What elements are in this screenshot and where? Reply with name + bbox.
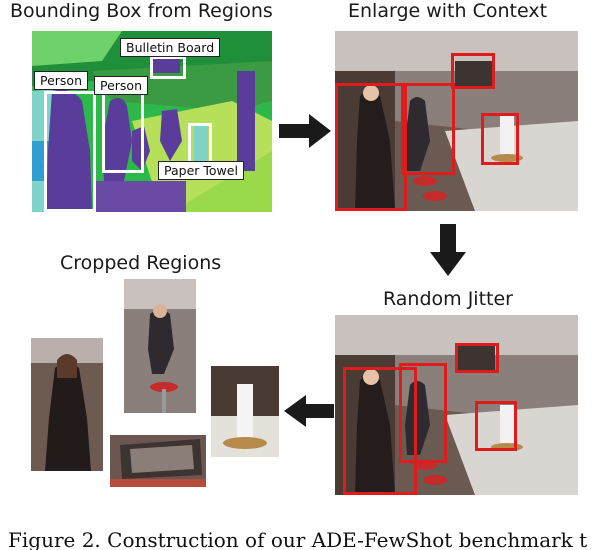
red-box-person-left: [335, 83, 407, 211]
seg-box-person-right: [102, 91, 144, 173]
arrow-left-icon: [284, 395, 334, 427]
jitter-box-person-right: [399, 363, 447, 463]
arrow-right-icon: [279, 114, 331, 148]
diner-photo-enlarge: [335, 31, 578, 211]
heading-jitter: Random Jitter: [383, 288, 513, 310]
segmentation-shapes: [32, 31, 272, 212]
figure-caption: Figure 2. Construction of our ADE-FewSho…: [8, 528, 588, 550]
jitter-box-paper-towel: [475, 401, 517, 451]
segmentation-map: Bulletin Board Person Person Paper Towel: [32, 31, 272, 212]
heading-bounding-box: Bounding Box from Regions: [10, 0, 273, 22]
crop-person-right: [124, 279, 196, 413]
label-person-left: Person: [34, 71, 89, 90]
seg-box-bulletin: [150, 56, 186, 79]
label-paper-towel: Paper Towel: [158, 161, 244, 180]
jitter-box-bulletin: [455, 343, 499, 373]
arrow-down-icon: [430, 224, 466, 276]
label-person-right: Person: [94, 76, 149, 95]
label-bulletin-board: Bulletin Board: [120, 38, 221, 57]
seg-box-person-left: [44, 91, 96, 212]
crop-paper-towel: [211, 366, 279, 457]
red-box-paper-towel: [481, 113, 519, 165]
photo-enlarge: [335, 31, 578, 211]
crop-bulletin-board: [110, 435, 206, 487]
jitter-box-person-left: [343, 367, 417, 495]
red-box-person-right: [401, 83, 455, 175]
photo-jitter: [335, 315, 578, 495]
heading-cropped: Cropped Regions: [60, 252, 222, 274]
heading-enlarge: Enlarge with Context: [348, 0, 548, 22]
red-box-bulletin: [451, 53, 495, 89]
crop-person-left: [31, 338, 103, 471]
